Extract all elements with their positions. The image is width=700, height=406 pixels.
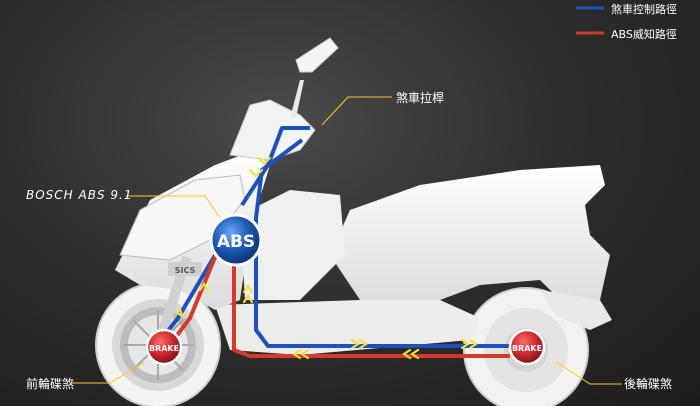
arrow-up-icon: [242, 284, 254, 294]
abs-badge-text: ABS: [217, 232, 255, 252]
control-path-to-rear: [254, 138, 510, 348]
legend-label-abs: ABS威知路徑: [611, 28, 677, 41]
arrow-right-icon: [350, 338, 360, 350]
arrow-right-icon: [468, 338, 478, 350]
abs-module-label: BOSCH ABS 9.1: [26, 188, 133, 202]
rear-brake-label: 後輪碟煞: [624, 377, 673, 391]
arrow-right-icon: [460, 338, 470, 350]
abs-path-to-rear: [232, 250, 510, 358]
rear-brake-badge-text: BRAKE: [512, 344, 542, 353]
brake-lever-label: 煞車拉桿: [396, 91, 445, 105]
arrow-up-icon: [198, 282, 210, 292]
rear-brake-badge: BRAKE: [508, 328, 546, 366]
abs-module-leader: [126, 195, 221, 219]
abs-path: [170, 249, 510, 358]
control-path-lever-to-abs: [240, 126, 310, 207]
legend: [576, 6, 604, 35]
callout-leaders: [72, 96, 622, 385]
arrow-down-icon: [248, 168, 264, 178]
rear-brake-leader: [555, 361, 622, 385]
abs-path-to-front: [170, 249, 220, 344]
arrow-up-icon: [242, 294, 254, 304]
scooter-body: [115, 37, 612, 355]
body-mark-text: SICS: [175, 266, 196, 275]
legend-label-control: 煞車控制路徑: [611, 3, 677, 16]
arrow-right-icon: [358, 338, 368, 350]
front-brake-leader: [72, 361, 146, 384]
arrow-left-icon: [292, 348, 302, 360]
arrow-left-icon: [410, 348, 420, 360]
brake-lever-leader: [321, 96, 392, 126]
front-brake-badge: BRAKE: [145, 328, 183, 366]
front-brake-label: 前輪碟煞: [26, 377, 75, 391]
arrow-left-icon: [402, 348, 412, 360]
abs-module-badge: ABS: [209, 213, 263, 267]
front-brake-badge-text: BRAKE: [149, 344, 179, 353]
arrow-down-icon: [256, 156, 272, 166]
arrow-left-icon: [300, 348, 310, 360]
arrow-down-left-icon: [174, 307, 184, 319]
flow-arrows: [174, 156, 478, 360]
